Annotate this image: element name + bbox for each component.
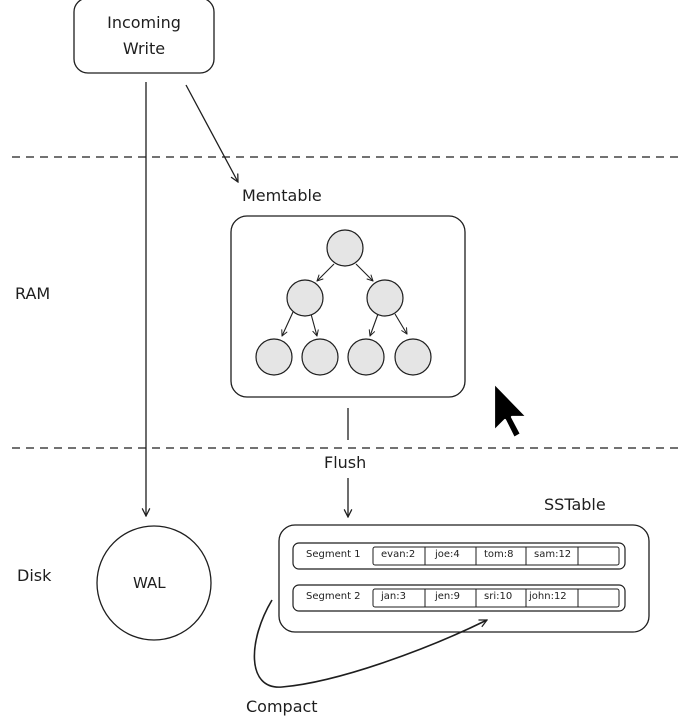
sstable-title: SSTable	[544, 495, 606, 514]
segment-1-cell-3: tom:8	[484, 549, 514, 560]
memtable-tree-edges	[282, 263, 407, 336]
ram-zone-label: RAM	[15, 284, 51, 303]
compact-arrow	[253, 599, 487, 688]
segment-2-dividers	[424, 589, 579, 607]
segment-2-cell-1: jan:3	[381, 591, 406, 602]
compact-label: Compact	[246, 697, 318, 716]
segment-2-cell-4: john:12	[529, 591, 567, 602]
flush-label: Flush	[324, 453, 367, 472]
tree-node-root	[326, 229, 364, 267]
segment-2-label: Segment 2	[306, 591, 361, 602]
segment-1-label: Segment 1	[306, 549, 361, 560]
tree-node-leaf-3	[347, 338, 385, 376]
segment-1-dividers	[424, 547, 579, 565]
segment-2-cells	[372, 588, 620, 608]
tree-node-left	[286, 279, 324, 317]
incoming-write-line-1: Incoming	[107, 13, 181, 32]
segment-2-cell-2: jen:9	[435, 591, 460, 602]
incoming-write-line-2: Write	[122, 39, 166, 58]
wal-circle	[96, 525, 212, 641]
incoming-write-label: Incoming Write	[74, 10, 214, 62]
segment-1-cells	[372, 546, 620, 566]
tree-node-right	[366, 279, 404, 317]
segment-1-cell-4: sam:12	[534, 549, 572, 560]
memtable-tree-nodes	[255, 229, 432, 376]
segment-2-cell-3: sri:10	[484, 591, 513, 602]
segment-1-cell-1: evan:2	[381, 549, 416, 560]
mouse-cursor-icon	[492, 381, 529, 440]
incoming-write-box	[73, 0, 215, 74]
disk-zone-label: Disk	[17, 566, 52, 585]
memtable-title: Memtable	[242, 186, 322, 205]
wal-label: WAL	[133, 574, 166, 592]
sstable-box	[278, 524, 650, 633]
segment-1-cell-2: joe:4	[435, 549, 460, 560]
arrow-to-memtable	[185, 84, 238, 182]
tree-node-leaf-4	[394, 338, 432, 376]
tree-node-leaf-1	[255, 338, 293, 376]
tree-node-leaf-2	[301, 338, 339, 376]
